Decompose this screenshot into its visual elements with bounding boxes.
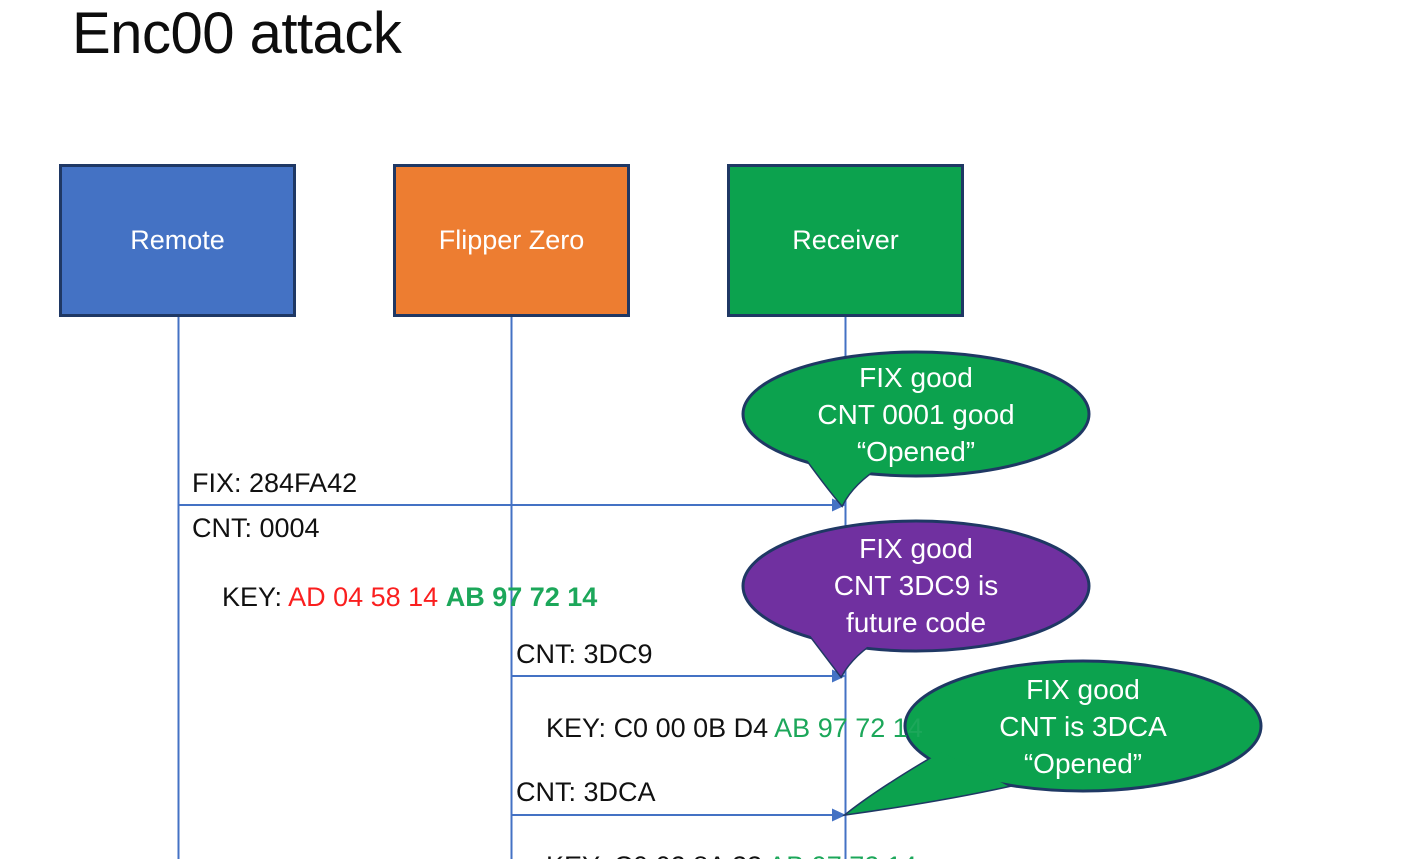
callout-3-text: FIX good CNT is 3DCA “Opened” xyxy=(905,671,1261,782)
message-arrow-2 xyxy=(512,669,846,683)
message-1-key-prefix: KEY: xyxy=(222,582,289,612)
arrowhead-icon xyxy=(832,669,846,683)
message-arrow-3 xyxy=(512,808,846,822)
message-3-cnt-label: CNT: 3DCA xyxy=(516,777,656,807)
actor-label-remote: Remote xyxy=(130,225,225,255)
callout-3-line-3: “Opened” xyxy=(1023,748,1143,779)
callout-3-tail-fill xyxy=(847,752,1008,814)
callout-1-ellipse xyxy=(741,350,1091,478)
callout-1-text: FIX good CNT 0001 good “Opened” xyxy=(743,359,1089,470)
callout-3-line-1: FIX good xyxy=(1026,674,1140,705)
actor-label-receiver: Receiver xyxy=(792,225,899,255)
message-1-key-red-part: AD 04 58 14 xyxy=(288,582,446,612)
callout-bubble-1 xyxy=(741,350,1091,508)
callout-2-line-3: future code xyxy=(845,607,987,638)
actor-box-remote: Remote xyxy=(59,164,296,317)
message-1-key-green-part: AB 97 72 14 xyxy=(445,582,598,612)
message-1-fix-label: FIX: 284FA42 xyxy=(192,468,358,498)
callout-2-line-1: FIX good xyxy=(859,533,973,564)
message-3-key-black-part: C0 02 8A 33 xyxy=(614,851,769,859)
arrowhead-icon xyxy=(832,498,846,512)
page-title: Enc00 attack xyxy=(72,1,402,66)
callout-bubble-2 xyxy=(741,519,1091,679)
callout-2-ellipse xyxy=(741,519,1091,653)
message-3-key-label: KEY: C0 02 8A 33 AB 97 72 14 xyxy=(516,821,917,859)
message-2-key-black-part: C0 00 0B D4 xyxy=(613,713,775,743)
callout-bubble-3 xyxy=(841,659,1263,817)
callout-1-line-2: CNT 0001 good xyxy=(817,399,1015,430)
message-1-cnt-label: CNT: 0004 xyxy=(192,513,320,543)
arrowhead-icon xyxy=(832,808,846,822)
callout-3-ellipse xyxy=(903,659,1263,793)
actor-box-receiver: Receiver xyxy=(727,164,964,317)
message-3-key-green-part: AB 97 72 14 xyxy=(768,851,917,859)
message-1-key-label: KEY: AD 04 58 14 AB 97 72 14 xyxy=(192,552,597,642)
callout-3-line-2: CNT is 3DCA xyxy=(999,711,1167,742)
message-2-key-green-part: AB 97 72 14 xyxy=(774,713,923,743)
message-2-cnt-label: CNT: 3DC9 xyxy=(516,639,653,669)
callout-1-line-3: “Opened” xyxy=(856,436,976,467)
callout-1-tail-fill xyxy=(800,450,882,505)
message-2-key-prefix: KEY: xyxy=(546,713,614,743)
message-2-key-label: KEY: C0 00 0B D4 AB 97 72 14 xyxy=(516,683,923,773)
callout-1-line-1: FIX good xyxy=(859,362,973,393)
callout-2-line-2: CNT 3DC9 is xyxy=(833,570,999,601)
message-arrow-1 xyxy=(179,498,846,512)
actor-box-flipper-zero: Flipper Zero xyxy=(393,164,630,317)
message-3-key-prefix: KEY: xyxy=(546,851,614,859)
callout-2-tail-fill xyxy=(800,622,882,676)
callout-2-text: FIX good CNT 3DC9 is future code xyxy=(743,530,1089,641)
actor-label-flipper-zero: Flipper Zero xyxy=(438,225,585,255)
